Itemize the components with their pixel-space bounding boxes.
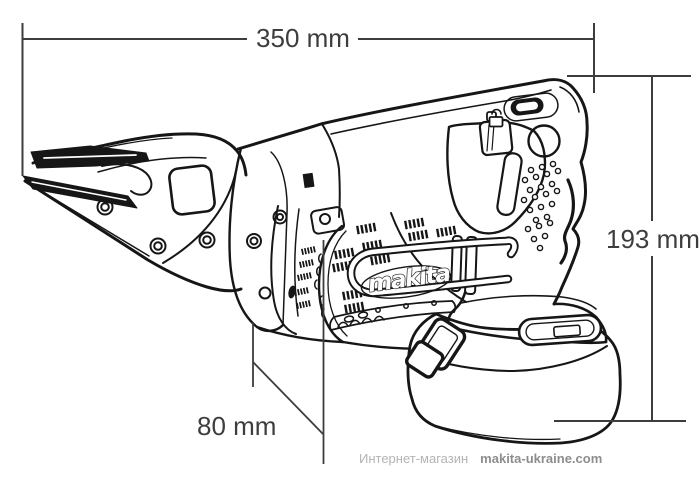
upper-blade: [30, 145, 150, 169]
battery-latch: [405, 317, 467, 379]
watermark-site-name: makita-ukraine.com: [480, 451, 603, 466]
handle: [446, 78, 589, 306]
head-window: [168, 164, 216, 216]
depth-dimension-label: 80 mm: [197, 411, 277, 441]
trigger: [496, 152, 523, 216]
housing-screws: [246, 209, 288, 300]
padlock-icon: [488, 108, 504, 128]
watermark: Интернет-магазин makita-ukraine.com: [359, 451, 602, 466]
bumper-strip: [329, 300, 457, 331]
dimension-width-350: [21, 23, 595, 176]
shear-head: [22, 132, 248, 293]
grip-dimples: [520, 160, 562, 252]
handle-base: [446, 287, 608, 347]
gear-housing: [228, 146, 429, 351]
dimension-lines: [21, 23, 691, 464]
width-dimension-label: 350 mm: [256, 23, 350, 53]
dimension-depth-80: [252, 240, 325, 464]
plate-vents: [293, 245, 317, 310]
battery-release-slider: [517, 313, 603, 347]
watermark-store-label: Интернет-магазин: [359, 451, 469, 466]
head-screws: [96, 198, 216, 255]
makita-logo-text: makita: [366, 259, 452, 298]
dimension-height-193: [554, 75, 691, 422]
makita-logo: makita: [360, 258, 452, 299]
blade-clamp: [310, 206, 346, 235]
hang-hole: [527, 124, 561, 158]
height-dimension-label: 193 mm: [606, 224, 700, 254]
lock-off-button: [510, 97, 544, 116]
wire-hook: [346, 234, 519, 298]
